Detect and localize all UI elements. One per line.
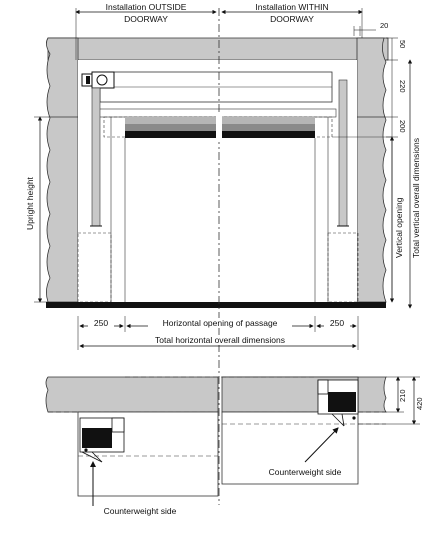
dim-20: 20: [380, 21, 388, 30]
upright-height-label: Upright height: [25, 176, 35, 230]
total-vertical-label: Total vertical overall dimensions: [411, 138, 421, 258]
doorway-left-label: DOORWAY: [124, 14, 168, 24]
right-counterweight-box: [327, 232, 359, 303]
dim-50: 50: [398, 40, 407, 48]
left-counterweight-icon: [79, 417, 125, 453]
right-upright: [338, 79, 348, 227]
motor-icon: [81, 71, 115, 89]
dim-220: 220: [398, 80, 407, 93]
right-wall: [356, 37, 387, 303]
lintel-wall: [47, 37, 389, 61]
floor-threshold: [46, 302, 386, 308]
dim-210: 210: [398, 389, 407, 402]
outside-label: Installation OUTSIDE: [106, 2, 187, 12]
doorway-right-label: DOORWAY: [270, 14, 314, 24]
right-counterweight-icon: [317, 379, 359, 420]
counterweight-right-label: Counterweight side: [269, 467, 342, 477]
dim-420: 420: [415, 397, 424, 410]
dim-200: 200: [398, 120, 407, 133]
left-wall: [46, 37, 79, 303]
horizontal-opening-label: Horizontal opening of passage: [163, 318, 278, 328]
counterweight-left-label: Counterweight side: [104, 506, 177, 516]
vertical-opening-label: Vertical opening: [394, 197, 404, 258]
dim-250-left: 250: [94, 318, 108, 328]
within-label: Installation WITHIN: [255, 2, 328, 12]
dim-250-right: 250: [330, 318, 344, 328]
total-horizontal-label: Total horizontal overall dimensions: [155, 335, 285, 345]
left-upright: [91, 87, 101, 227]
plan-wall-left: [45, 376, 219, 413]
